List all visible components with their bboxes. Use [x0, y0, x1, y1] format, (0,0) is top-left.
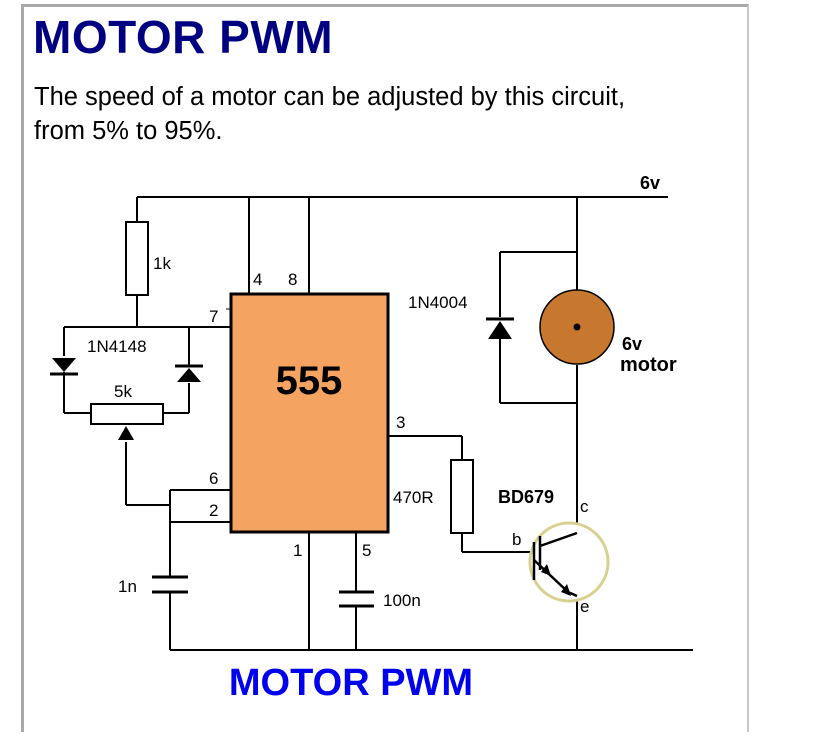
- motor-label: motor: [620, 354, 677, 376]
- pin-3-label: 3: [396, 413, 405, 432]
- resistor-1k-label: 1k: [153, 254, 171, 273]
- pin-5-label: 5: [362, 541, 371, 560]
- emitter-label: e: [580, 597, 589, 616]
- capacitor-100n: [339, 590, 374, 608]
- resistor-470r: [450, 459, 474, 534]
- content-frame: [21, 4, 749, 732]
- potentiometer-5k: [90, 403, 164, 425]
- capacitor-1n: [152, 575, 188, 594]
- diagram-caption: MOTOR PWM: [229, 662, 473, 704]
- resistor-1k: [125, 221, 149, 296]
- pin-7-label: 7: [209, 307, 218, 326]
- flyback-diode: [486, 317, 514, 339]
- ic-555-label: 555: [276, 359, 343, 403]
- base-label: b: [512, 530, 521, 549]
- potentiometer-label: 5k: [114, 382, 132, 401]
- diode-left: [50, 358, 78, 383]
- capacitor-100n-label: 100n: [383, 591, 421, 610]
- collector-label: c: [580, 497, 589, 516]
- pin-1-label: 1: [293, 541, 302, 560]
- pin-2-label: 2: [209, 501, 218, 520]
- circuit-wires: [63, 196, 693, 651]
- diode-right: [175, 356, 203, 382]
- motor-voltage-label: 6v: [622, 334, 642, 354]
- flyback-diode-label: 1N4004: [408, 293, 468, 312]
- ic-555: [229, 292, 390, 534]
- transistor-darlington-arrow: [541, 564, 551, 576]
- page-title: MOTOR PWM: [33, 11, 334, 63]
- transistor-emitter-arrow: [561, 584, 571, 596]
- pin-6-label: 6: [209, 469, 218, 488]
- motor-shaft-dot: [573, 323, 581, 331]
- capacitor-1n-label: 1n: [118, 577, 137, 596]
- pin-4-label: 4: [253, 270, 262, 289]
- resistor-470r-label: 470R: [393, 488, 434, 507]
- pin-8-label: 8: [288, 270, 297, 289]
- supply-label: 6v: [640, 173, 660, 193]
- page-description: The speed of a motor can be adjusted by …: [34, 83, 626, 145]
- diodes-label: 1N4148: [87, 337, 147, 356]
- potentiometer-wiper-arrow: [118, 426, 134, 440]
- transistor-label: BD679: [498, 487, 554, 507]
